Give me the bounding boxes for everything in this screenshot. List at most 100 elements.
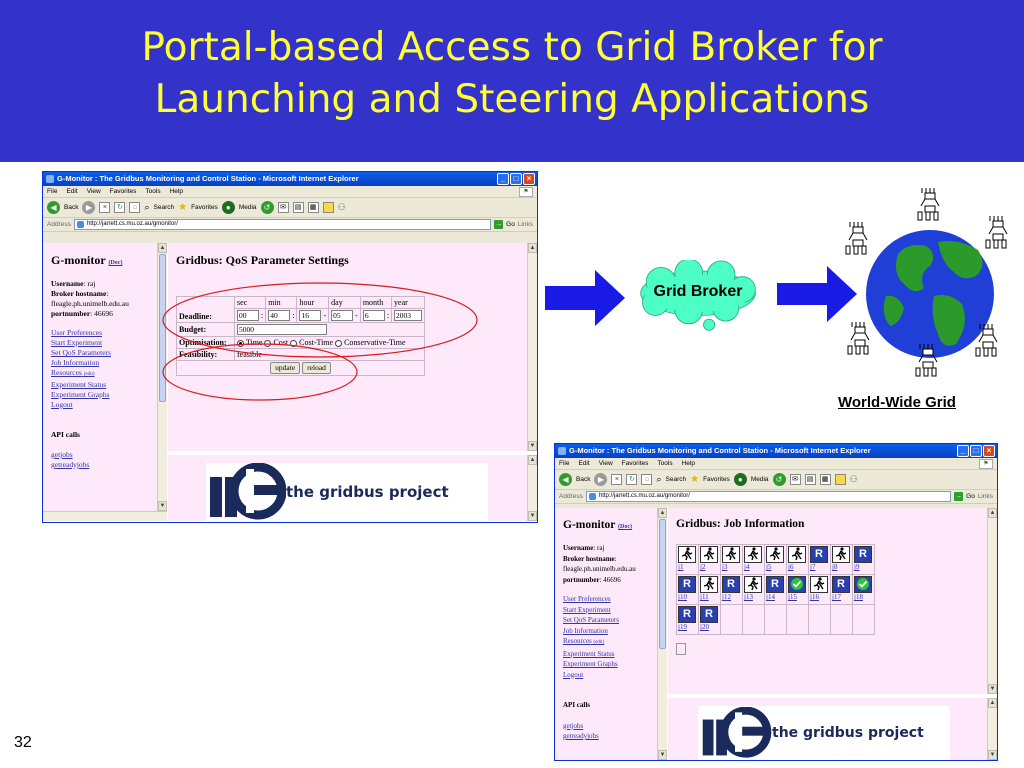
running-job-icon[interactable] xyxy=(678,546,696,563)
go-button[interactable]: Go xyxy=(506,221,515,228)
media-button[interactable]: Media xyxy=(750,476,769,483)
scroll-down-icon[interactable]: ▼ xyxy=(988,684,997,694)
folder-icon[interactable] xyxy=(834,474,846,485)
job-cell[interactable]: j4 xyxy=(742,544,765,575)
print-icon[interactable]: ▤ xyxy=(292,202,304,213)
links-button[interactable]: Links xyxy=(517,221,533,228)
maximize-button[interactable]: □ xyxy=(510,173,522,185)
running-job-icon[interactable] xyxy=(744,546,762,563)
job-link[interactable]: j18 xyxy=(854,593,863,601)
messenger-icon[interactable]: ⚇ xyxy=(849,474,858,484)
home-icon[interactable]: ⌂ xyxy=(129,202,141,213)
job-link[interactable]: j19 xyxy=(678,623,687,631)
job-link[interactable]: j16 xyxy=(810,593,819,601)
edit-icon[interactable]: ▦ xyxy=(307,202,319,213)
job-link[interactable]: j10 xyxy=(678,593,687,601)
search-icon[interactable]: ⌕ xyxy=(656,474,662,484)
ready-job-icon[interactable]: R xyxy=(810,546,828,563)
nav-resources[interactable]: Resources (edit) xyxy=(51,368,166,380)
job-link[interactable]: j17 xyxy=(832,593,841,601)
menu-file[interactable]: File xyxy=(559,460,570,467)
scroll-down-icon[interactable]: ▼ xyxy=(658,750,667,760)
messenger-icon[interactable]: ⚇ xyxy=(337,202,346,212)
job-cell[interactable]: j3 xyxy=(720,544,743,575)
running-job-icon[interactable] xyxy=(788,546,806,563)
deadline-sec-input[interactable]: 00 xyxy=(237,310,259,321)
api-getreadyjobs[interactable]: getreadyjobs xyxy=(51,460,90,469)
nav-experiment-status[interactable]: Experiment Status xyxy=(563,649,615,658)
links-button[interactable]: Links xyxy=(977,493,993,500)
favorites-button[interactable]: Favorites xyxy=(703,476,730,483)
history-icon[interactable]: ↺ xyxy=(260,201,274,214)
scroll-thumb[interactable] xyxy=(659,519,666,649)
job-cell[interactable]: j1 xyxy=(676,544,699,575)
nav-experiment-graphs[interactable]: Experiment Graphs xyxy=(563,660,618,668)
nav-logout[interactable]: Logout xyxy=(51,400,73,409)
nav-scrollbar[interactable]: ▲ ▼ xyxy=(157,243,167,511)
job-link[interactable]: j4 xyxy=(744,563,750,571)
minimize-button[interactable]: _ xyxy=(957,445,969,457)
favorites-button[interactable]: Favorites xyxy=(191,204,218,211)
mail-icon[interactable]: ✉ xyxy=(789,474,801,485)
job-link[interactable]: j20 xyxy=(700,623,709,631)
edit-icon[interactable]: ▦ xyxy=(819,474,831,485)
running-job-icon[interactable] xyxy=(766,546,784,563)
job-link[interactable]: j8 xyxy=(832,563,838,571)
stop-icon[interactable]: × xyxy=(611,474,623,485)
stop-icon[interactable]: × xyxy=(99,202,111,213)
minimize-button[interactable]: _ xyxy=(497,173,509,185)
back-icon[interactable]: ◀ xyxy=(559,473,572,486)
job-link[interactable]: j14 xyxy=(766,593,775,601)
opt-cost-label[interactable]: Cost xyxy=(273,338,289,347)
deadline-hour-input[interactable]: 16 xyxy=(299,310,322,321)
job-cell[interactable]: j5 xyxy=(764,544,787,575)
doc-link[interactable]: (Doc) xyxy=(108,260,123,266)
media-icon[interactable]: ● xyxy=(221,201,235,214)
menu-tools[interactable]: Tools xyxy=(145,188,161,195)
nav-job-information[interactable]: Job Information xyxy=(563,626,608,635)
menu-tools[interactable]: Tools xyxy=(657,460,673,467)
opt-conservative-time-radio[interactable] xyxy=(335,339,343,347)
print-icon[interactable]: ▤ xyxy=(804,474,816,485)
go-icon[interactable]: → xyxy=(494,220,504,229)
deadline-day-input[interactable]: 05 xyxy=(331,310,354,321)
close-button[interactable]: × xyxy=(523,173,535,185)
menu-edit[interactable]: Edit xyxy=(66,188,78,195)
window-titlebar[interactable]: G-Monitor : The Gridbus Monitoring and C… xyxy=(43,172,537,186)
mail-icon[interactable]: ✉ xyxy=(277,202,289,213)
refresh-icon[interactable]: ↻ xyxy=(626,474,638,485)
nav-start-experiment[interactable]: Start Experiment xyxy=(51,338,103,347)
job-link[interactable]: j15 xyxy=(788,593,797,601)
update-button[interactable]: update xyxy=(270,362,301,374)
job-cell[interactable]: j15 xyxy=(786,574,809,605)
search-button[interactable]: Search xyxy=(153,204,175,211)
nav-set-qos-parameters[interactable]: Set QoS Parameters xyxy=(51,348,111,357)
job-link[interactable]: j12 xyxy=(722,593,731,601)
nav-logout[interactable]: Logout xyxy=(563,670,584,679)
window-titlebar[interactable]: G-Monitor : The Gridbus Monitoring and C… xyxy=(555,444,997,458)
scroll-up-icon[interactable]: ▲ xyxy=(158,243,167,253)
favorites-icon[interactable]: ★ xyxy=(690,474,700,485)
job-cell[interactable]: j8 xyxy=(830,544,853,575)
done-job-icon[interactable] xyxy=(788,576,806,593)
opt-time-label[interactable]: Time xyxy=(245,338,263,347)
opt-time-radio[interactable] xyxy=(237,339,244,347)
nav-resources-edit[interactable]: (edit) xyxy=(83,372,95,377)
nav-resources-label[interactable]: Resources xyxy=(563,637,592,645)
ready-job-icon[interactable]: R xyxy=(678,576,696,593)
back-button[interactable]: Back xyxy=(576,476,591,483)
job-link[interactable]: j9 xyxy=(854,563,860,571)
job-cell[interactable]: j6 xyxy=(786,544,809,575)
api-getjobs[interactable]: getjobs xyxy=(563,721,584,730)
job-cell[interactable]: j18 xyxy=(852,574,875,605)
scroll-up-icon[interactable]: ▲ xyxy=(988,508,997,518)
nav-scrollbar[interactable]: ▲ ▼ xyxy=(657,508,667,760)
scroll-down-icon[interactable]: ▼ xyxy=(988,750,997,760)
address-input[interactable]: http://jarrett.cs.mu.oz.au/gmonitor/ xyxy=(585,491,952,502)
menu-file[interactable]: File xyxy=(47,188,58,195)
logo-scrollbar[interactable]: ▲ ▼ xyxy=(527,455,537,521)
scroll-up-icon[interactable]: ▲ xyxy=(658,508,667,518)
opt-cost-time-label[interactable]: Cost-Time xyxy=(299,338,334,347)
